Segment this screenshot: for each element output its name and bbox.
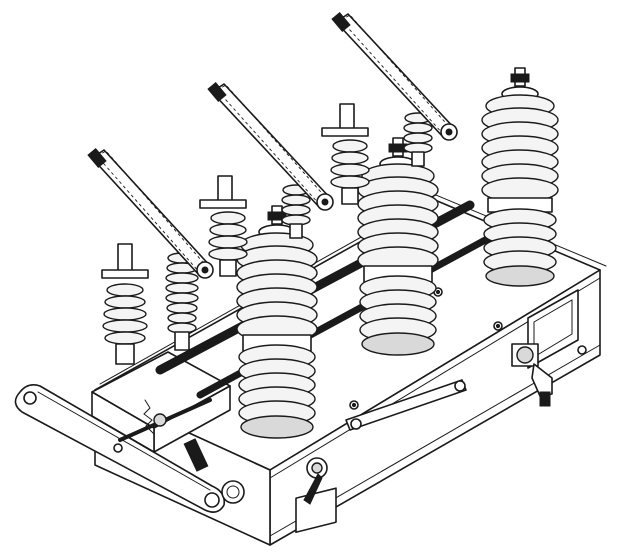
post-insulator-2b <box>281 184 311 239</box>
post-insulator-1a <box>101 243 149 365</box>
switch-blade-2 <box>207 81 334 211</box>
connector-plug <box>511 343 553 407</box>
operating-rod <box>345 379 467 431</box>
bushing-insulator-2 <box>357 137 439 356</box>
bushing-insulator-3 <box>481 67 559 287</box>
post-insulator-3b <box>403 112 433 167</box>
bushing-insulator-1 <box>236 205 318 439</box>
operating-mechanism <box>91 351 231 472</box>
switch-blade-1 <box>87 147 214 279</box>
post-insulator-2a <box>199 175 248 277</box>
position-indicator <box>303 457 328 505</box>
ground-terminal <box>221 480 245 504</box>
lifting-arm <box>14 384 226 513</box>
post-insulator-3a <box>321 103 370 205</box>
switch-blade-3 <box>331 11 458 141</box>
